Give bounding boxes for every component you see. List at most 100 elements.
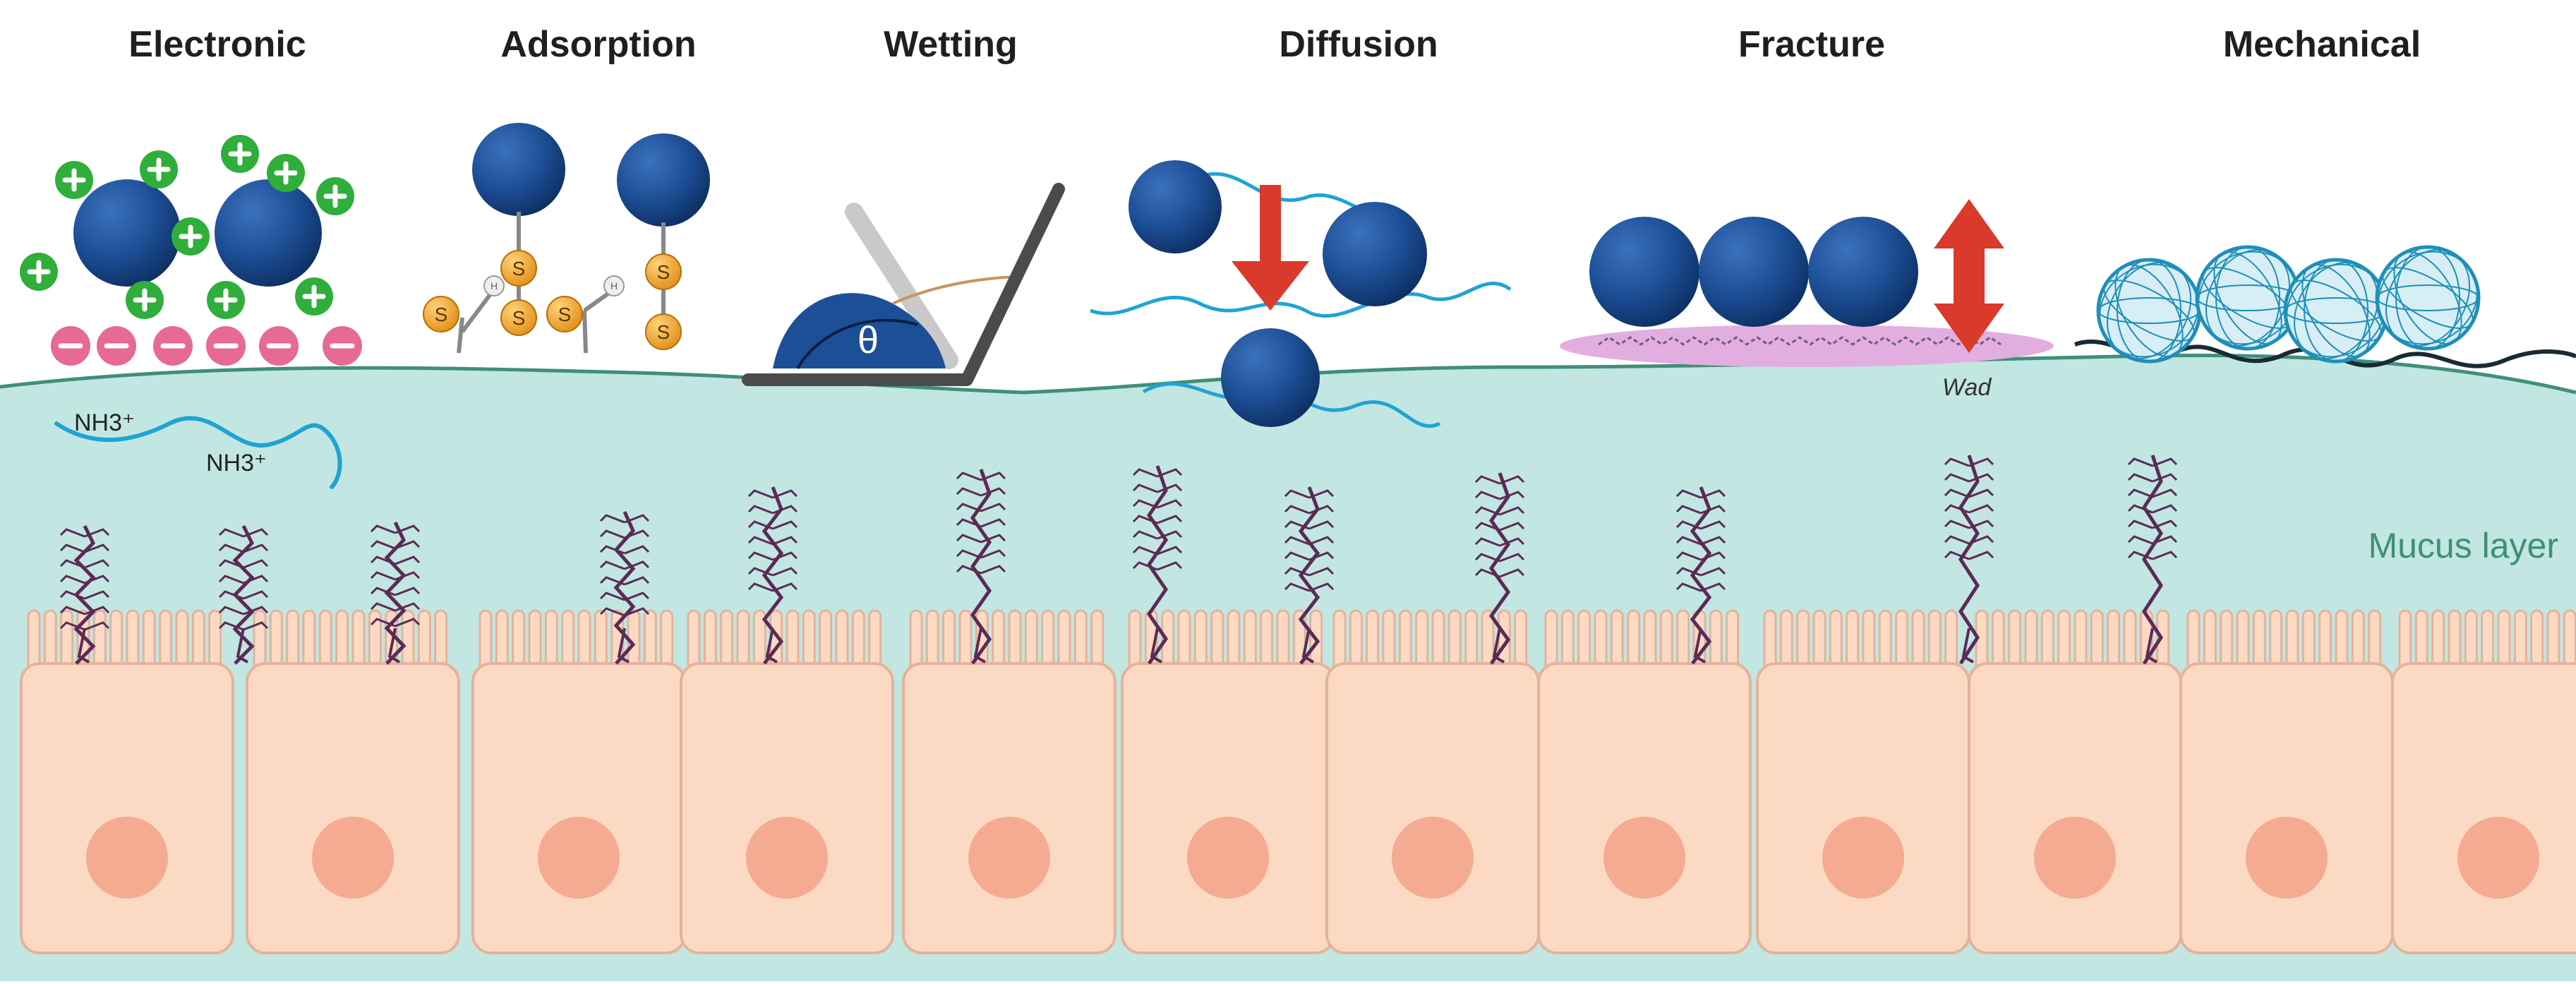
sulfur-atom: S — [546, 296, 583, 332]
positive-charge-icon — [55, 161, 93, 199]
positive-charge-icon — [221, 135, 259, 173]
nucleus — [1603, 817, 1685, 899]
s-label: S — [435, 304, 448, 325]
negative-charge-icon — [323, 326, 362, 366]
sulfur-atom: S — [500, 299, 537, 336]
mucin-glycoprotein — [59, 524, 110, 665]
mucus-layer-label: Mucus layer — [2368, 526, 2558, 565]
sulfur-atom: S — [423, 296, 459, 332]
epithelial-cell — [1121, 609, 1335, 954]
polymer-chain — [1090, 281, 1512, 318]
chitosan-chain — [54, 416, 342, 489]
mucin-glycoprotein — [1675, 486, 1726, 665]
sulfur-atom: S — [645, 313, 682, 350]
epithelial-cell — [471, 609, 686, 954]
nucleus — [2034, 817, 2116, 899]
particle — [1699, 217, 1809, 327]
fracture-panel: Wad — [1560, 199, 2054, 401]
epithelial-cell — [1968, 609, 2182, 954]
mucin-glycoprotein — [2127, 455, 2178, 665]
nucleus — [86, 817, 168, 899]
mucin-glycoproteins — [59, 455, 2178, 665]
cell-body — [2179, 662, 2394, 954]
particle — [1808, 217, 1918, 327]
particle — [617, 133, 710, 227]
epithelial-cell — [2391, 609, 2576, 954]
cell-body — [246, 662, 460, 954]
cell-body — [1325, 662, 1540, 954]
cell-body — [471, 662, 686, 954]
cell-body — [2391, 662, 2576, 954]
nucleus — [1187, 817, 1269, 899]
mucin-glycoprotein — [747, 486, 798, 665]
particle — [73, 179, 181, 287]
positive-charge-icon — [295, 277, 333, 316]
particle — [472, 123, 565, 216]
positive-charge-icon — [20, 253, 58, 291]
epithelial-cell — [1756, 609, 1970, 954]
cell-body — [1121, 662, 1335, 954]
s-label: S — [657, 321, 670, 343]
particle — [1221, 328, 1320, 427]
positive-charge-icon — [140, 150, 178, 188]
sulfur-atom: S — [645, 253, 682, 290]
positive-charge-icon — [207, 281, 245, 319]
heading-electronic: Electronic — [128, 24, 306, 65]
positive-charge-icon — [316, 177, 354, 215]
heading-fracture: Fracture — [1738, 24, 1885, 65]
nucleus — [968, 817, 1050, 899]
wad-label: Wad — [1942, 374, 1992, 401]
bond-zigzag — [1598, 336, 2002, 346]
mucin-glycoprotein — [956, 469, 1006, 665]
wetting-panel: θ — [742, 183, 1065, 386]
cell-body — [680, 662, 894, 954]
double-headed-arrow — [1934, 199, 2004, 353]
nucleus — [2246, 817, 2328, 899]
droplet — [773, 293, 946, 368]
nucleus — [538, 817, 620, 899]
nucleus — [2457, 817, 2539, 899]
cell-body — [1968, 662, 2182, 954]
negative-charge-icon — [153, 326, 193, 366]
cell-body — [1756, 662, 1970, 954]
mesh-particle — [2283, 258, 2389, 364]
positive-charge-icon — [267, 154, 305, 192]
heading-mechanical: Mechanical — [2223, 24, 2421, 65]
mechanical-panel — [2074, 245, 2576, 368]
cell-body — [902, 662, 1117, 954]
epithelial-cell — [20, 609, 234, 954]
mesh-particle — [2375, 245, 2481, 351]
downward-arrow — [1232, 185, 1309, 311]
hydrogen-atom — [603, 275, 625, 296]
particle — [1589, 217, 1699, 327]
epithelial-cell — [902, 609, 1117, 954]
diffusion-panel — [1090, 160, 1512, 428]
positive-charge-icon — [126, 281, 164, 319]
hydrogen-atom — [483, 275, 505, 296]
sulfur-atom: S — [500, 250, 537, 287]
s-label: S — [512, 307, 526, 329]
mucin-glycoprotein — [1474, 472, 1525, 665]
h-label: H — [610, 280, 618, 292]
s-label: S — [657, 261, 670, 283]
nh3-label: NH3⁺ — [206, 450, 267, 476]
mucin-glycoprotein — [218, 524, 269, 665]
epithelial-cell — [680, 609, 894, 954]
particle — [215, 179, 322, 287]
mucin-glycoprotein — [599, 510, 650, 665]
epithelial-cell — [246, 609, 460, 954]
epithelial-cell — [1537, 609, 1752, 954]
h-label: H — [490, 280, 498, 292]
nucleus — [312, 817, 394, 899]
heading-wetting: Wetting — [884, 24, 1018, 65]
epithelial-cell — [2179, 609, 2394, 954]
particle — [1323, 202, 1427, 306]
cell-body — [1537, 662, 1752, 954]
negative-charge-icon — [259, 326, 299, 366]
contact-angle-surface — [742, 183, 1065, 386]
heading-diffusion: Diffusion — [1279, 24, 1438, 65]
nucleus — [1392, 817, 1474, 899]
theta-label: θ — [857, 319, 879, 361]
electronic-panel: NH3⁺ NH3⁺ — [20, 135, 362, 489]
